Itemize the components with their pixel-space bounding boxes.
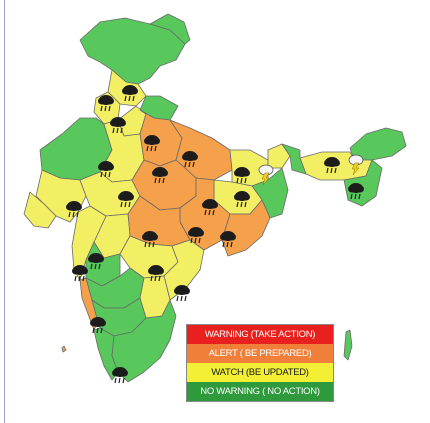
region-nmmt	[343, 159, 383, 207]
legend-alert: ALERT ( BE PREPARED)	[187, 344, 333, 363]
thunderstorm-icon	[111, 366, 129, 384]
region-ladakh	[149, 13, 191, 45]
frame-border	[4, 0, 5, 423]
region-odisha	[221, 199, 271, 257]
warning-legend: WARNING (TAKE ACTION) ALERT ( BE PREPARE…	[186, 324, 334, 402]
legend-watch: WATCH (BE UPDATED)	[187, 363, 333, 382]
thunderstorm-icon	[173, 284, 191, 302]
legend-no-warning: NO WARNING ( NO ACTION)	[187, 382, 333, 401]
region-jammu-kashmir	[79, 17, 186, 85]
region-andaman	[343, 329, 353, 361]
legend-warning: WARNING (TAKE ACTION)	[187, 325, 333, 344]
region-island-west	[61, 345, 67, 353]
region-saurashtra	[23, 191, 57, 229]
region-corridor	[281, 143, 307, 175]
